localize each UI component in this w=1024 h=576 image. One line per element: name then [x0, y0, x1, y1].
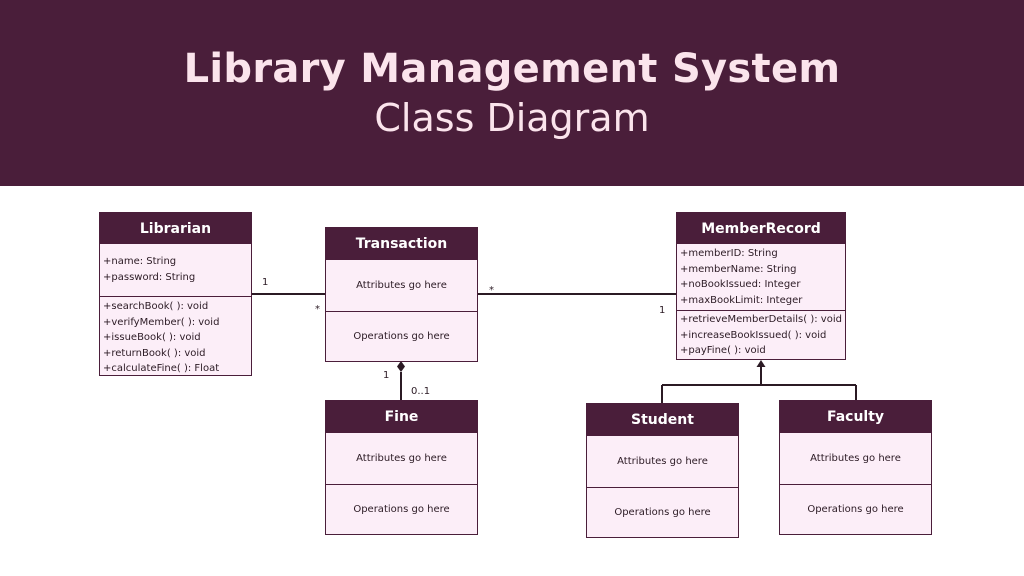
class-name: MemberRecord [677, 213, 845, 244]
multiplicity-member-side: 1 [659, 305, 666, 316]
multiplicity-transaction-side-right: * [489, 285, 494, 296]
operation: +calculateFine( ): Float [103, 363, 220, 374]
attributes-placeholder: Attributes go here [810, 453, 901, 464]
multiplicity-transaction-side-left: * [315, 304, 320, 315]
operation: +returnBook( ): void [103, 347, 206, 359]
class-student: Student Attributes go here Operations go… [586, 403, 739, 538]
attribute: +noBookIssued: Integer [680, 279, 801, 290]
attribute: +memberName: String [680, 263, 797, 275]
operation: +retrieveMemberDetails( ): void [680, 314, 842, 325]
class-name: Transaction [326, 228, 477, 260]
class-fine: Fine Attributes go here Operations go he… [325, 400, 478, 535]
multiplicity-transaction-fine-top: 1 [383, 370, 390, 381]
operations-section: +retrieveMemberDetails( ): void +increas… [677, 310, 845, 359]
operations-placeholder: Operations go here [326, 484, 477, 534]
attributes-placeholder: Attributes go here [356, 453, 447, 464]
attributes-section: +memberID: String +memberName: String +n… [677, 244, 845, 310]
operation: +searchBook( ): void [103, 301, 209, 312]
operation: +increaseBookIssued( ): void [680, 329, 827, 341]
diagram-title: Library Management System [183, 46, 841, 92]
attributes-placeholder: Attributes go here [617, 456, 708, 467]
attributes-placeholder: Attributes go here [356, 280, 447, 291]
attribute: +password: String [103, 271, 196, 283]
generalization-arrowhead [756, 360, 766, 367]
class-librarian: Librarian +name: String +password: Strin… [99, 212, 252, 376]
diagram-subtitle: Class Diagram [374, 96, 650, 140]
attribute: +name: String [103, 256, 177, 267]
attributes-section: +name: String +password: String [100, 244, 251, 296]
operations-placeholder: Operations go here [780, 484, 931, 534]
title-banner: Library Management System Class Diagram [0, 0, 1024, 186]
operation: +issueBook( ): void [103, 332, 201, 343]
class-member-record: MemberRecord +memberID: String +memberNa… [676, 212, 846, 360]
multiplicity-librarian-side: 1 [262, 277, 269, 288]
class-transaction: Transaction Attributes go here Operation… [325, 227, 478, 362]
operations-placeholder: Operations go here [587, 487, 738, 537]
composition-diamond [397, 361, 405, 372]
class-name: Fine [326, 401, 477, 433]
operation: +payFine( ): void [680, 345, 766, 356]
operation: +verifyMember( ): void [103, 316, 220, 328]
class-name: Faculty [780, 401, 931, 433]
class-name: Librarian [100, 213, 251, 244]
class-name: Student [587, 404, 738, 436]
attribute: +maxBookLimit: Integer [680, 294, 803, 306]
attribute: +memberID: String [680, 248, 778, 259]
class-faculty: Faculty Attributes go here Operations go… [779, 400, 932, 535]
operations-placeholder: Operations go here [326, 311, 477, 361]
multiplicity-transaction-fine-bottom: 0..1 [411, 386, 431, 397]
operations-section: +searchBook( ): void +verifyMember( ): v… [100, 296, 251, 377]
